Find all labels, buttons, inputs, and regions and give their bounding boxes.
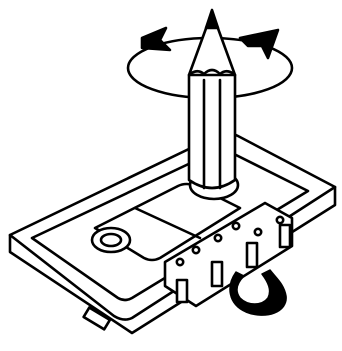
cassette-post	[280, 225, 290, 247]
cassette-hole	[233, 223, 239, 229]
pencil-icon	[189, 10, 235, 188]
cassette-post	[177, 280, 187, 302]
pencil-body	[189, 75, 235, 188]
tape-loop-icon	[230, 270, 286, 315]
cassette-hole	[215, 235, 221, 241]
cassette-hole	[277, 217, 283, 223]
cassette-hole	[255, 229, 261, 235]
cassette-hole	[193, 247, 199, 253]
rotation-arrow-right	[240, 30, 278, 58]
cassette-hole	[177, 259, 183, 265]
cassette-post	[212, 262, 222, 286]
cassette-tape-icon	[10, 133, 335, 333]
cassette-left-reel-inner	[101, 234, 121, 246]
cassette-post	[247, 243, 257, 267]
pencil-lead	[206, 10, 218, 28]
rotation-arrow-left	[142, 28, 170, 50]
